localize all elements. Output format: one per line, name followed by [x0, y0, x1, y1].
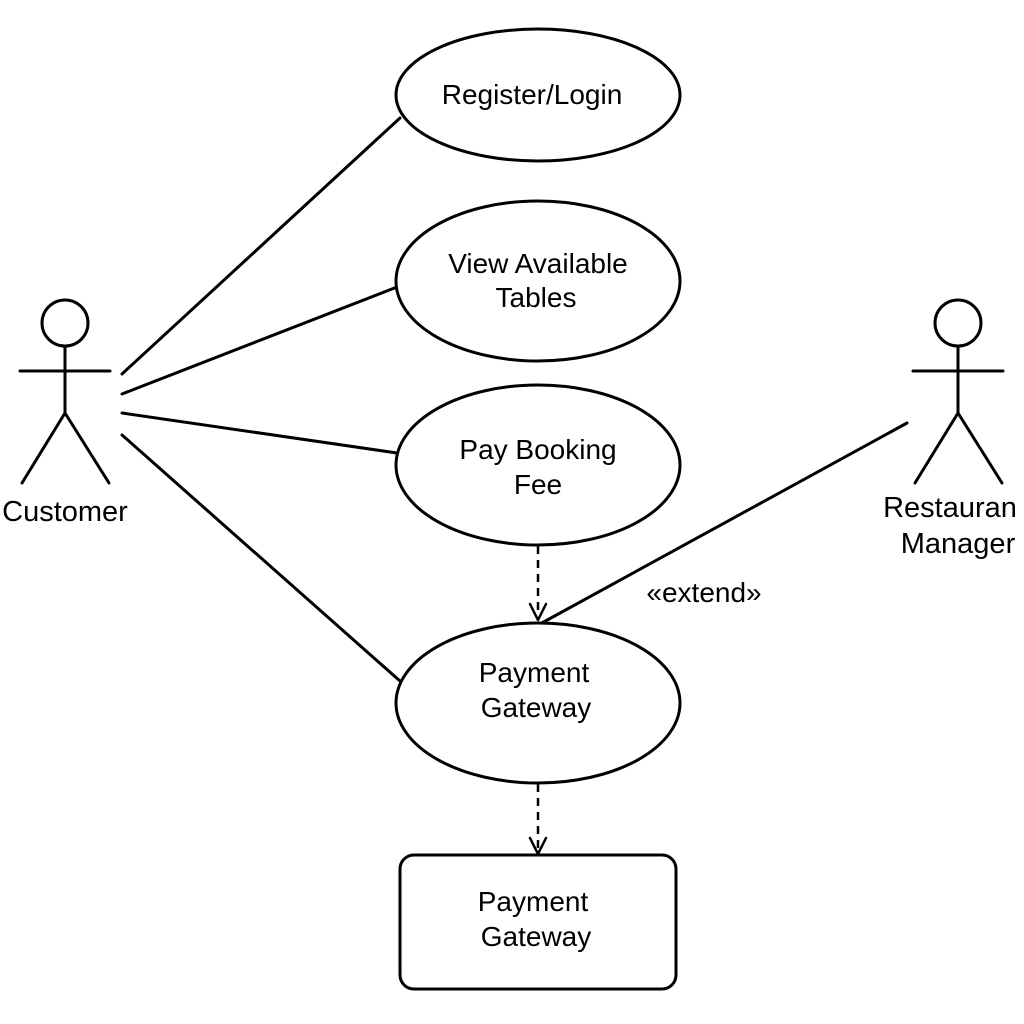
use-case-label: Payment [479, 657, 590, 688]
use-case-label: Register/Login [442, 79, 623, 110]
actor-head [40, 298, 90, 348]
association-customer-register-login [120, 116, 402, 376]
system-label: Payment [478, 886, 589, 917]
association-customer-view-available-tables [120, 285, 399, 396]
actor-label: Manager [901, 528, 1016, 560]
use-case-label: Gateway [481, 692, 592, 723]
use-case-payment-gateway: Payment Gateway [394, 621, 682, 785]
use-case-label: Pay Booking [459, 434, 616, 465]
actor-head [933, 298, 983, 348]
system-payment-gateway: Payment Gateway [398, 853, 678, 991]
extend-stereotype-label: «extend» [646, 577, 761, 608]
arrowhead-down [528, 602, 548, 622]
actor-leg-left [20, 411, 67, 485]
association-manager-payment-gateway [538, 421, 909, 626]
actor-restaurant-manager: Restauran Manager [883, 298, 1017, 560]
use-case-view-available-tables: View Available Tables [394, 199, 682, 363]
use-case-label: View Available [448, 248, 628, 279]
actor-leg-right [63, 411, 111, 485]
association-customer-payment-gateway [120, 433, 402, 683]
use-case-label: Tables [496, 282, 577, 313]
use-case-register-login: Register/Login [394, 27, 682, 163]
use-case-label: Fee [514, 469, 562, 500]
system-label: Gateway [481, 921, 592, 952]
use-case-pay-booking-fee: Pay Booking Fee [394, 383, 682, 547]
actor-label: Restauran [883, 492, 1017, 524]
actor-leg-left [913, 411, 960, 485]
actor-customer: Customer [2, 298, 128, 528]
actor-leg-right [956, 411, 1004, 485]
actor-label: Customer [2, 496, 128, 528]
association-customer-pay-booking-fee [120, 411, 399, 455]
